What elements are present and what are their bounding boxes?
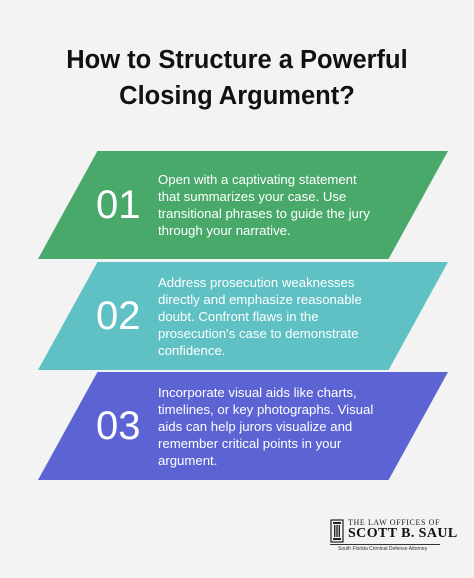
step-3-number: 03 [96, 404, 141, 448]
step-3-line: remember critical points in your [158, 436, 342, 451]
step-2-line: directly and emphasize reasonable [158, 292, 362, 307]
step-1-line: Open with a captivating statement [158, 172, 357, 187]
step-2-text: Address prosecution weaknesses directly … [158, 274, 388, 359]
step-1-banner [38, 151, 448, 259]
step-2-line: doubt. Confront flaws in the [158, 309, 319, 324]
step-3-line: timelines, or key photographs. Visual [158, 402, 374, 417]
title-line-1: How to Structure a Powerful [66, 46, 408, 74]
step-3-text: Incorporate visual aids like charts, tim… [158, 384, 388, 469]
step-1-line: that summarizes your case. Use [158, 189, 347, 204]
step-2-line: prosecution's case to demonstrate [158, 326, 359, 341]
logo-line-1: THE LAW OFFICES OF [348, 518, 441, 527]
step-2-banner [38, 262, 448, 370]
step-2-number: 02 [96, 294, 141, 338]
step-2-line: Address prosecution weaknesses [158, 275, 355, 290]
step-2-line: confidence. [158, 343, 226, 358]
step-3-line: Incorporate visual aids like charts, [158, 385, 357, 400]
step-1-number: 01 [96, 183, 141, 227]
logo-tagline: South Florida Criminal Defense Attorney [338, 546, 428, 552]
title-line-2: Closing Argument? [119, 82, 355, 110]
law-office-logo: THE LAW OFFICES OF SCOTT B. SAUL South F… [330, 518, 457, 554]
step-3-banner [38, 372, 448, 480]
step-3-line: aids can help jurors visualize and [158, 419, 353, 434]
logo-divider [330, 544, 440, 545]
step-card-1: 01 Open with a captivating statement tha… [38, 151, 448, 259]
justice-pillar-icon [330, 519, 344, 543]
page-title: How to Structure a Powerful Closing Argu… [0, 42, 474, 114]
step-3-line: argument. [158, 453, 218, 468]
logo-line-2: SCOTT B. SAUL [348, 526, 458, 541]
step-1-line: through your narrative. [158, 223, 291, 238]
step-card-3: 03 Incorporate visual aids like charts, … [38, 372, 448, 480]
step-card-2: 02 Address prosecution weaknesses direct… [38, 262, 448, 370]
step-1-text: Open with a captivating statement that s… [158, 171, 388, 239]
step-1-line: transitional phrases to guide the jury [158, 206, 370, 221]
